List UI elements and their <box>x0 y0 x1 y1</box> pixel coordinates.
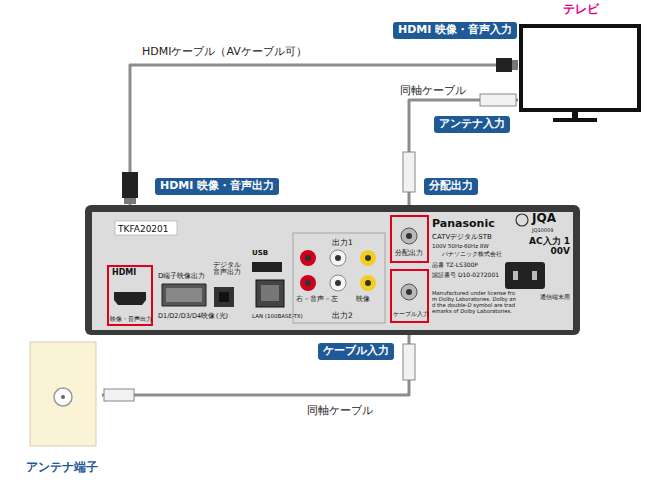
hdmi-plug-tip <box>512 60 518 70</box>
rca-hole <box>305 255 311 261</box>
panel-label: 認証番号 D10-0272001 <box>432 272 499 279</box>
panel-label: USB <box>252 249 268 257</box>
antenna-socket-pin <box>61 395 65 399</box>
usb-port <box>252 262 282 272</box>
stb-housing <box>85 205 580 335</box>
cable-label: HDMIケーブル（AVケーブル可） <box>140 44 309 59</box>
panel-label: JQ10009 <box>532 228 553 234</box>
f-connector <box>401 284 417 300</box>
coax-plug <box>403 152 415 192</box>
tv-stand <box>572 111 578 119</box>
tv-screen <box>521 26 639 110</box>
rca-hole <box>335 255 341 261</box>
panel-label: CATVデジタルSTB <box>432 233 492 241</box>
ac-pin <box>513 271 518 280</box>
input-callout: HDMI 映像・音声入力 <box>393 22 517 39</box>
tv-base <box>553 118 597 122</box>
panel-label: AC入力 100V <box>525 236 570 257</box>
split-out-highlight <box>391 216 428 262</box>
panel-label: (光) <box>216 313 228 320</box>
panel-label: 出力1 <box>332 239 353 248</box>
output-callout: 分配出力 <box>424 178 478 195</box>
wall-plate <box>30 342 96 446</box>
callout-text: ケーブル入力 <box>323 345 389 358</box>
antenna-socket <box>54 388 72 406</box>
rca-white <box>330 275 346 291</box>
panel-label: 映像・音声出力 <box>110 316 152 323</box>
cable <box>130 65 518 205</box>
hdmi-plug <box>496 58 512 72</box>
rca-red <box>300 250 316 266</box>
node-label: テレビ <box>518 3 643 17</box>
cable-in-highlight <box>391 270 428 322</box>
panel-label: D1/D2/D3/D4映像 <box>158 313 215 320</box>
panel-label: D端子映像出力 <box>158 272 205 280</box>
lan-port <box>256 280 284 307</box>
rca-white <box>330 250 346 266</box>
hdmi-plug-tip <box>124 198 136 204</box>
output-callout: HDMI 映像・音声出力 <box>155 178 279 195</box>
optical-hole <box>219 292 229 302</box>
callout-text: 分配出力 <box>429 180 473 193</box>
serial-sticker <box>115 221 177 235</box>
f-connector <box>401 228 417 244</box>
panel-label: LAN (100BASE-TX) <box>252 313 303 319</box>
callout-text: アンテナ入力 <box>439 118 505 131</box>
antenna-terminal: アンテナ端子 <box>22 340 102 475</box>
jqa-mark <box>516 214 528 226</box>
coax-plug <box>104 389 134 401</box>
panel-label: 100V 50Hz-60Hz 8W <box>432 243 489 249</box>
ac-inlet <box>505 262 545 289</box>
cable-label: 同軸ケーブル <box>398 83 468 98</box>
panel-label: HDMI <box>112 268 136 277</box>
panel-label: TKFA20201 <box>118 224 169 234</box>
panel-label: JQA <box>532 212 556 226</box>
rca-hole <box>365 280 371 286</box>
cable <box>102 335 409 395</box>
coax-plug <box>403 344 415 380</box>
callout-text: HDMI 映像・音声入力 <box>398 24 512 37</box>
f-connector-hole <box>406 289 412 295</box>
input-callout: ケーブル入力 <box>318 343 394 360</box>
hdmi-plug <box>122 172 138 198</box>
d-terminal <box>162 284 206 306</box>
output-frame <box>293 233 385 323</box>
cable <box>409 100 518 205</box>
rca-yellow <box>360 250 376 266</box>
d-terminal-pins <box>166 288 202 302</box>
panel-label: デジタル音声出力 <box>213 262 241 277</box>
optical-port <box>214 287 234 307</box>
panel-label: 出力2 <box>332 312 353 321</box>
panel-label: 品番 TZ-LS300P <box>432 262 478 269</box>
rca-hole <box>365 255 371 261</box>
input-callout: アンテナ入力 <box>434 116 510 133</box>
callout-text: HDMI 映像・音声出力 <box>160 180 274 193</box>
lan-hole <box>261 285 279 301</box>
rca-red <box>300 275 316 291</box>
stb-panel <box>92 212 573 330</box>
node-label: アンテナ端子 <box>22 461 102 475</box>
panel-label: 通信端末用 <box>540 294 570 301</box>
panel-label: Manufactured under license from Dolby La… <box>432 290 516 314</box>
panel-label: パナソニック株式会社 <box>442 251 502 258</box>
coax-plug <box>480 94 516 106</box>
cable-label: 同軸ケーブル <box>305 403 375 418</box>
tv: テレビ <box>518 3 643 113</box>
panel-label: ケーブル入力 <box>393 311 429 317</box>
rca-jacks <box>300 250 376 291</box>
panel-label: 右－音声－左 <box>296 296 338 303</box>
panel-label: 分配出力 <box>395 250 423 257</box>
hdmi-port <box>114 292 146 305</box>
panel-label: Panasonic <box>432 218 495 231</box>
rca-hole <box>335 280 341 286</box>
panel-label: 映像 <box>356 296 370 303</box>
hdmi-highlight <box>108 266 152 325</box>
ac-pin <box>532 271 537 280</box>
rca-yellow <box>360 275 376 291</box>
rca-hole <box>305 280 311 286</box>
f-connector-hole <box>406 233 412 239</box>
set-top-box: TKFA20201HDMI 映像・音声出力 D端子映像出力 D1/D2/D3/D4映像… <box>85 205 580 335</box>
